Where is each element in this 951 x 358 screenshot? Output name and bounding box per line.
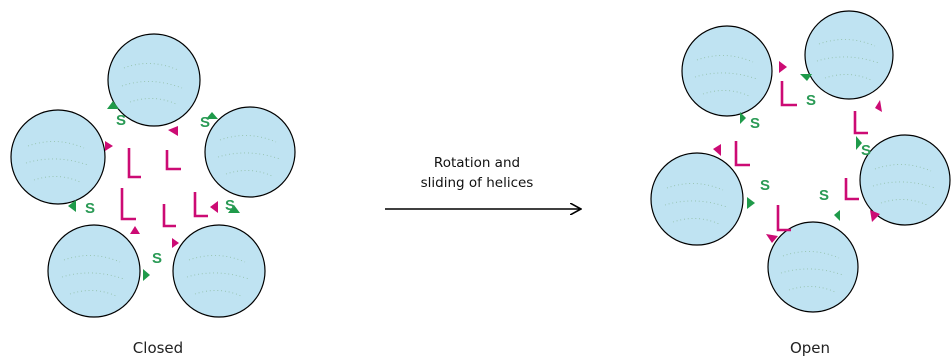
large-residue-marker xyxy=(779,61,787,73)
closed-helix-right xyxy=(204,106,296,198)
small-residue-label: S xyxy=(116,112,126,129)
small-residue-marker xyxy=(68,200,76,212)
closed-helix-left xyxy=(10,109,106,205)
large-residue-L xyxy=(853,111,868,135)
large-residue-L xyxy=(734,141,750,167)
large-residue-marker xyxy=(130,226,140,234)
closed-state: S S S S S Closed xyxy=(10,33,296,357)
open-helix-left xyxy=(650,152,744,246)
arrow-label-line2: sliding of helices xyxy=(421,175,534,191)
open-helix-right xyxy=(859,134,951,226)
large-residue-L xyxy=(776,205,791,232)
small-residue-label: S xyxy=(750,115,760,132)
small-residue-marker xyxy=(740,112,746,124)
small-residue-marker xyxy=(228,205,240,213)
large-residue-L xyxy=(165,150,181,171)
large-residue-L xyxy=(844,178,859,201)
open-helix-bottom xyxy=(767,221,859,313)
small-residue-marker xyxy=(143,269,150,281)
small-residue-marker xyxy=(834,210,840,221)
large-residue-marker xyxy=(713,144,721,156)
open-caption: Open xyxy=(790,339,830,357)
large-residue-marker xyxy=(766,234,778,243)
small-residue-label: S xyxy=(861,142,871,159)
large-residue-marker xyxy=(168,126,178,136)
transition-arrow: Rotation and sliding of helices xyxy=(385,155,580,209)
small-residue-label: S xyxy=(806,92,816,109)
small-residue-label: S xyxy=(819,187,829,204)
large-residue-marker xyxy=(172,238,179,248)
small-residue-marker xyxy=(107,101,119,109)
open-state: S S S S S Open xyxy=(650,10,951,357)
closed-helix-bottom-right xyxy=(172,224,266,318)
large-residue-L xyxy=(120,188,136,221)
large-residue-marker xyxy=(105,141,113,151)
large-residue-L xyxy=(193,192,208,218)
small-residue-label: S xyxy=(760,177,770,194)
small-residue-marker xyxy=(206,112,218,119)
large-residue-marker xyxy=(870,210,880,222)
closed-caption: Closed xyxy=(133,339,183,357)
closed-helix-bottom-left xyxy=(47,224,141,318)
small-residue-label: S xyxy=(85,200,95,217)
closed-helix-top xyxy=(107,33,201,127)
large-residue-marker xyxy=(210,201,218,213)
small-residue-marker xyxy=(747,197,755,209)
small-residue-label: S xyxy=(152,250,162,267)
large-residue-L xyxy=(162,204,176,228)
large-residue-L xyxy=(127,148,141,179)
small-residue-marker xyxy=(800,74,812,81)
small-residue-label: S xyxy=(200,114,210,131)
arrow-label-line1: Rotation and xyxy=(434,155,520,171)
large-residue-marker xyxy=(875,100,882,112)
open-helix-top-left xyxy=(681,25,773,117)
small-residue-marker xyxy=(856,136,862,150)
small-residue-label: S xyxy=(225,197,235,214)
open-helix-top-right xyxy=(804,10,894,100)
large-residue-L xyxy=(780,81,797,107)
